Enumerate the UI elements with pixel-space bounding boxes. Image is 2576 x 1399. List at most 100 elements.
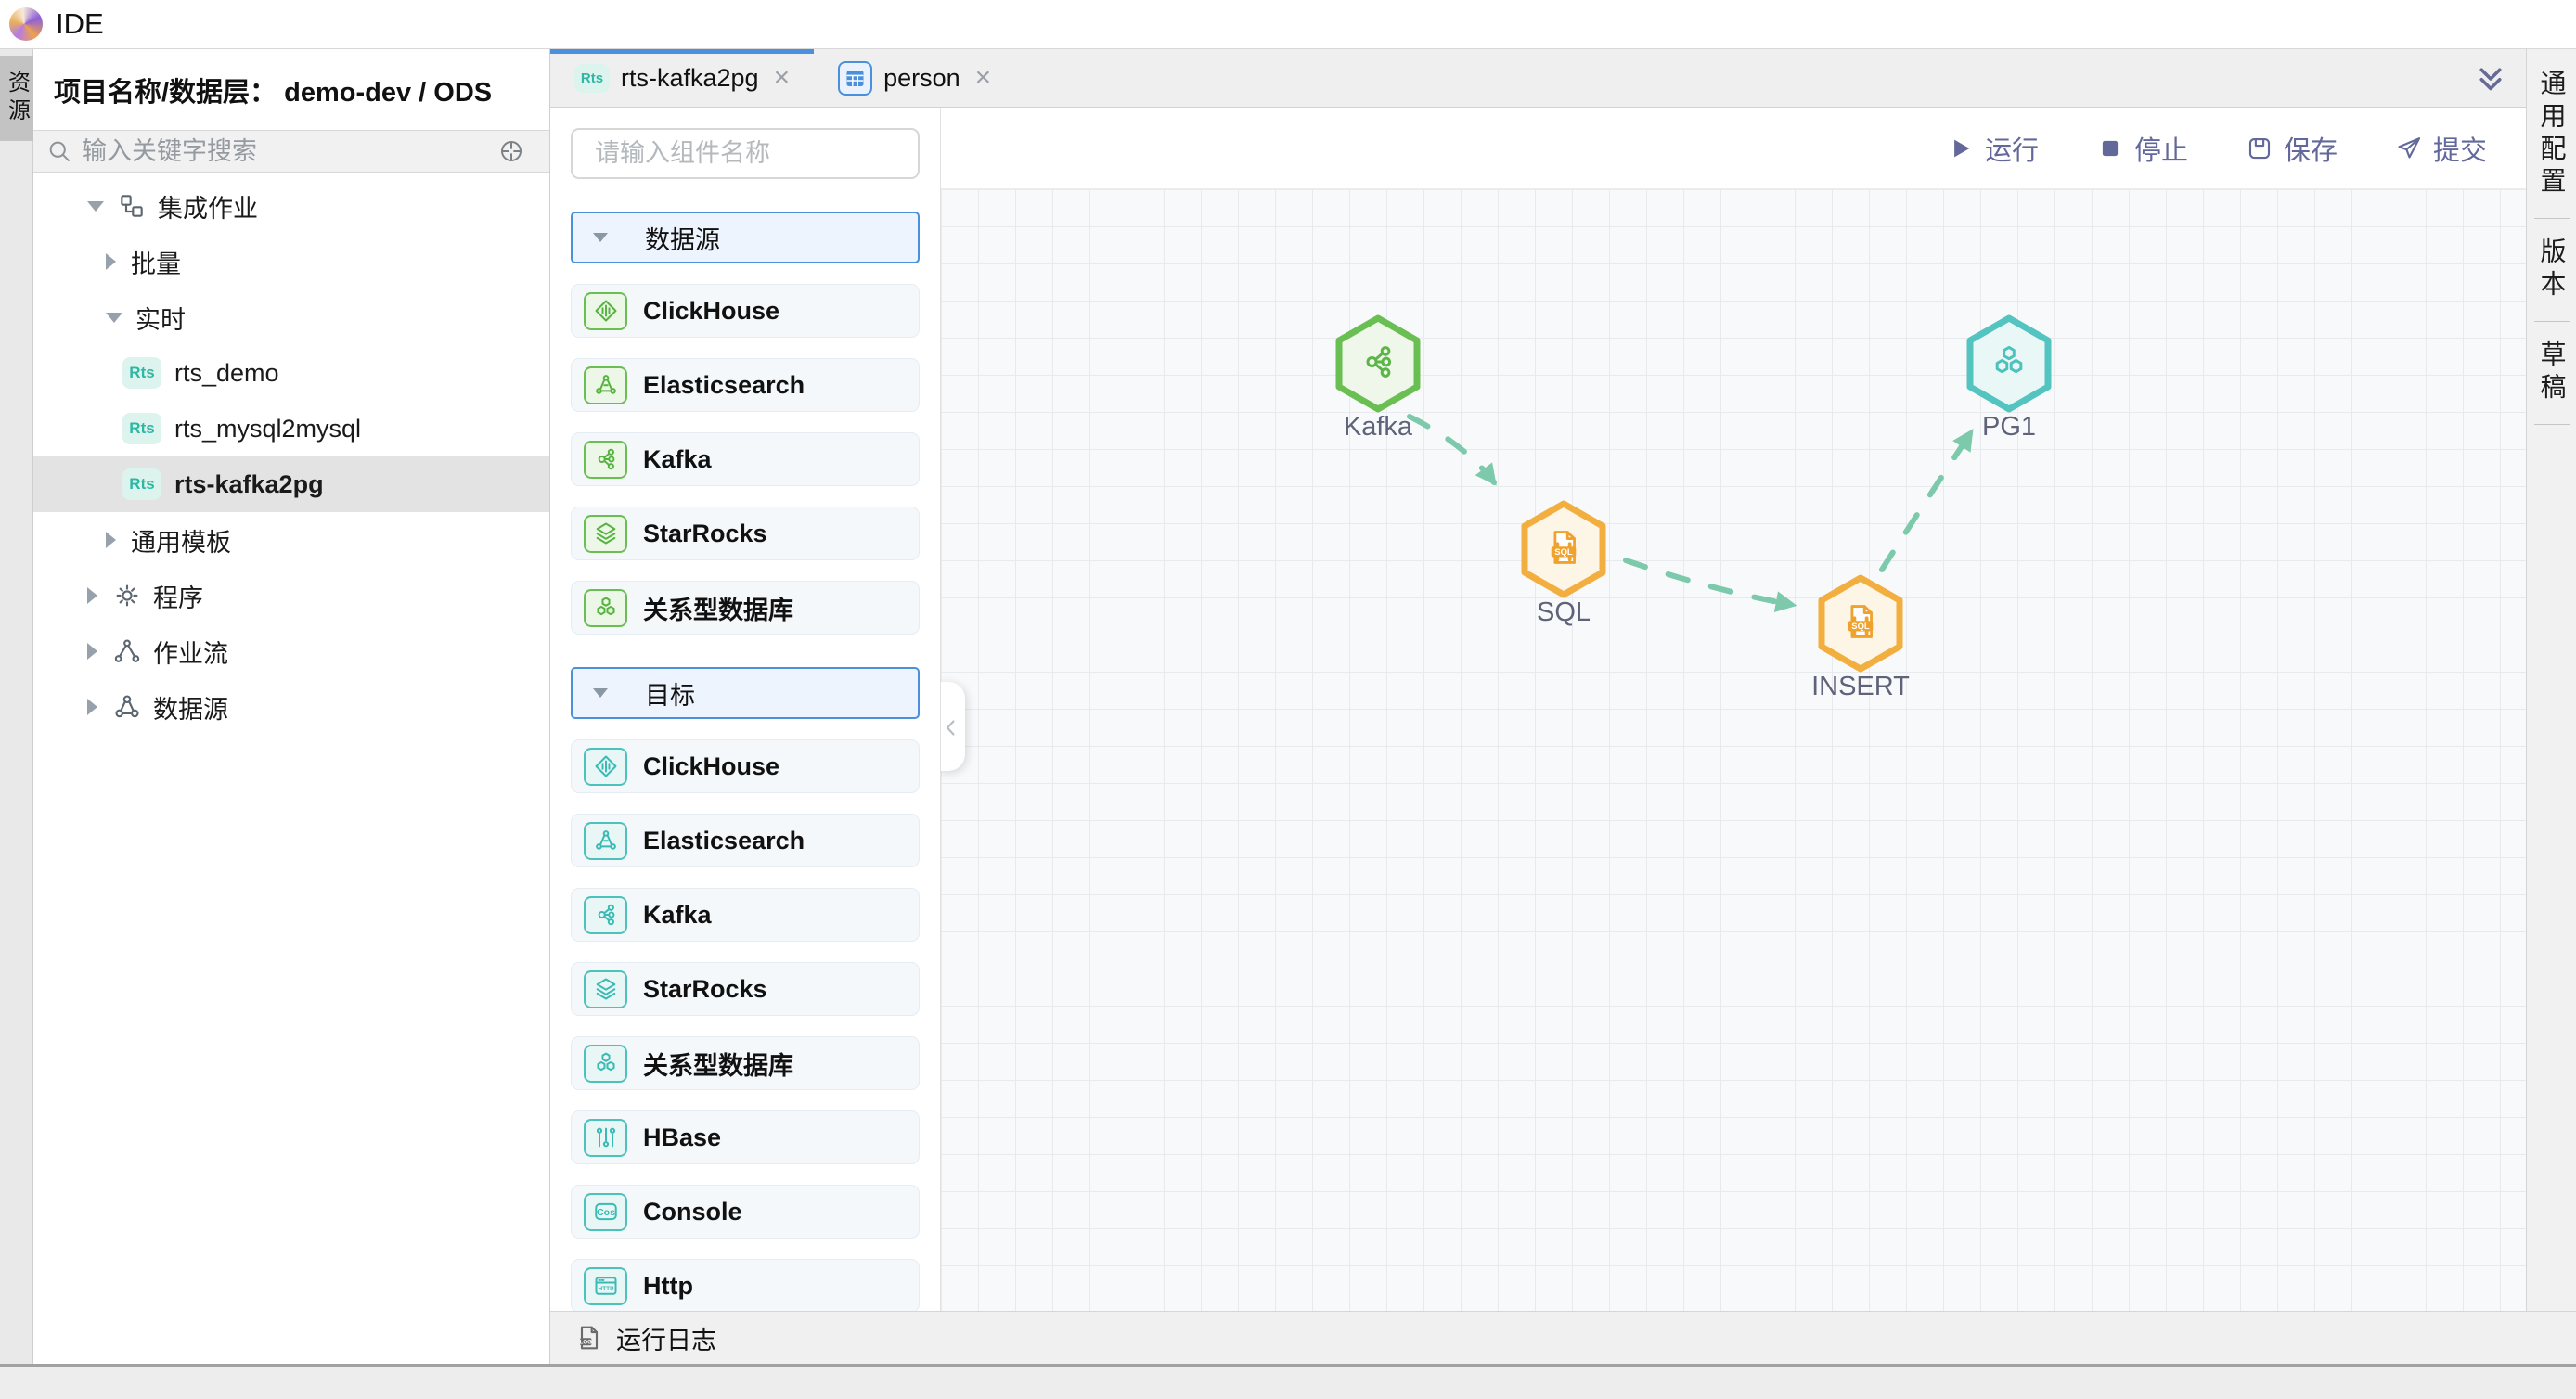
component-label: ClickHouse bbox=[643, 296, 780, 325]
tree-item-label: 实时 bbox=[135, 305, 186, 334]
workflow-icon bbox=[112, 636, 142, 666]
component-source-StarRocks[interactable]: StarRocks bbox=[571, 507, 920, 560]
component-search-input[interactable] bbox=[595, 139, 923, 168]
component-target-HBase[interactable]: HBase bbox=[571, 1110, 920, 1164]
component-target-Elasticsearch[interactable]: Elasticsearch bbox=[571, 814, 920, 867]
save-icon bbox=[2246, 135, 2273, 162]
run-log-bar[interactable]: LOG 运行日志 bbox=[550, 1311, 2576, 1364]
stop-icon bbox=[2096, 135, 2124, 162]
caret-right-icon[interactable] bbox=[106, 253, 116, 270]
section-header-目标[interactable]: 目标 bbox=[571, 667, 920, 719]
editor-tab-person[interactable]: person × bbox=[814, 49, 1015, 107]
tree-item-label: 集成作业 bbox=[158, 194, 258, 223]
close-icon[interactable]: × bbox=[974, 62, 992, 93]
caret-right-icon[interactable] bbox=[106, 532, 116, 548]
right-rail-tab-版本[interactable]: 版本 bbox=[2537, 237, 2567, 302]
node-hexagon bbox=[1966, 314, 2052, 413]
bottom-status-strip bbox=[0, 1364, 2576, 1399]
component-source-Kafka[interactable]: Kafka bbox=[571, 432, 920, 486]
component-label: StarRocks bbox=[643, 519, 767, 547]
locate-target-icon[interactable] bbox=[497, 137, 525, 165]
svg-text:LOG: LOG bbox=[580, 1340, 593, 1346]
component-source-ClickHouse[interactable]: ClickHouse bbox=[571, 284, 920, 338]
node-label: Kafka bbox=[1343, 412, 1413, 442]
node-hexagon: SQL bbox=[1818, 574, 1903, 673]
tree-item-label: 通用模板 bbox=[131, 528, 231, 557]
explorer-search-bar bbox=[33, 130, 549, 173]
stop-button[interactable]: 停止 bbox=[2096, 129, 2188, 168]
divider bbox=[2533, 218, 2570, 219]
component-source-Elasticsearch[interactable]: Elasticsearch bbox=[571, 358, 920, 412]
component-target-Kafka[interactable]: Kafka bbox=[571, 888, 920, 942]
project-header: 项目名称/数据层： demo-dev / ODS bbox=[54, 77, 493, 108]
close-icon[interactable]: × bbox=[773, 62, 791, 93]
tree-item-label: 批量 bbox=[131, 250, 181, 278]
component-target-关系型数据库[interactable]: 关系型数据库 bbox=[571, 1036, 920, 1090]
relational-icon bbox=[584, 1044, 627, 1083]
canvas-node-PG1[interactable]: PG1 bbox=[1963, 313, 2055, 442]
section-header-数据源[interactable]: 数据源 bbox=[571, 212, 920, 263]
caret-down-icon[interactable] bbox=[106, 312, 122, 323]
tree-item-实时[interactable]: 实时 bbox=[33, 289, 549, 345]
submit-button[interactable]: 提交 bbox=[2395, 129, 2487, 168]
tree-item-通用模板[interactable]: 通用模板 bbox=[33, 512, 549, 568]
node-label: PG1 bbox=[1981, 412, 2037, 442]
tree-item-数据源[interactable]: 数据源 bbox=[33, 679, 549, 735]
tree-item-程序[interactable]: 程序 bbox=[33, 568, 549, 623]
palette-search-bar bbox=[571, 128, 923, 179]
component-label: Console bbox=[643, 1197, 742, 1226]
caret-down-icon bbox=[593, 688, 608, 698]
tree-item-集成作业[interactable]: 集成作业 bbox=[33, 178, 549, 234]
datasource-icon bbox=[112, 692, 142, 722]
collapse-double-chevron-icon[interactable] bbox=[2474, 62, 2507, 96]
app-title: IDE bbox=[56, 7, 104, 40]
table-icon bbox=[838, 60, 873, 96]
section-title: 数据源 bbox=[645, 225, 720, 254]
right-rail-tab-通用配置[interactable]: 通用配置 bbox=[2537, 70, 2567, 199]
svg-text:SQL: SQL bbox=[1554, 547, 1573, 558]
component-target-StarRocks[interactable]: StarRocks bbox=[571, 962, 920, 1016]
explorer-search-input[interactable] bbox=[82, 136, 497, 166]
palette-collapse-handle[interactable] bbox=[941, 682, 965, 771]
gear-icon bbox=[112, 581, 142, 610]
component-label: 关系型数据库 bbox=[643, 596, 793, 624]
elastic-icon bbox=[584, 821, 627, 860]
caret-right-icon[interactable] bbox=[87, 699, 97, 715]
caret-right-icon[interactable] bbox=[87, 587, 97, 604]
caret-right-icon[interactable] bbox=[87, 643, 97, 660]
component-target-ClickHouse[interactable]: ClickHouse bbox=[571, 739, 920, 793]
save-button[interactable]: 保存 bbox=[2246, 129, 2338, 168]
right-rail-tab-草稿[interactable]: 草稿 bbox=[2537, 340, 2567, 405]
integration-icon bbox=[117, 191, 147, 221]
tree-item-label: 作业流 bbox=[153, 639, 228, 668]
tab-label: rts-kafka2pg bbox=[621, 63, 759, 92]
edge-SQL-to-INSERT bbox=[1623, 558, 1797, 613]
tree-item-批量[interactable]: 批量 bbox=[33, 234, 549, 289]
tab-label: person bbox=[883, 63, 960, 92]
component-label: Kafka bbox=[643, 900, 712, 929]
tree-item-作业流[interactable]: 作业流 bbox=[33, 623, 549, 679]
resource-rail-tab[interactable]: 资源 bbox=[0, 56, 33, 141]
svg-text:SQL: SQL bbox=[1851, 622, 1870, 632]
canvas-node-Kafka[interactable]: Kafka bbox=[1332, 313, 1424, 442]
component-palette: 数据源ClickHouseElasticsearchKafkaStarRocks… bbox=[550, 108, 941, 1311]
tree-item-label: 程序 bbox=[153, 584, 203, 612]
canvas-toolbar: 运行 停止 保存 提交 bbox=[941, 108, 2526, 189]
kafka-icon bbox=[584, 440, 627, 479]
caret-down-icon[interactable] bbox=[87, 200, 104, 212]
component-source-关系型数据库[interactable]: 关系型数据库 bbox=[571, 581, 920, 635]
component-label: 关系型数据库 bbox=[643, 1051, 793, 1080]
edge-Kafka-to-SQL bbox=[1407, 414, 1497, 486]
run-button[interactable]: 运行 bbox=[1947, 129, 2039, 168]
